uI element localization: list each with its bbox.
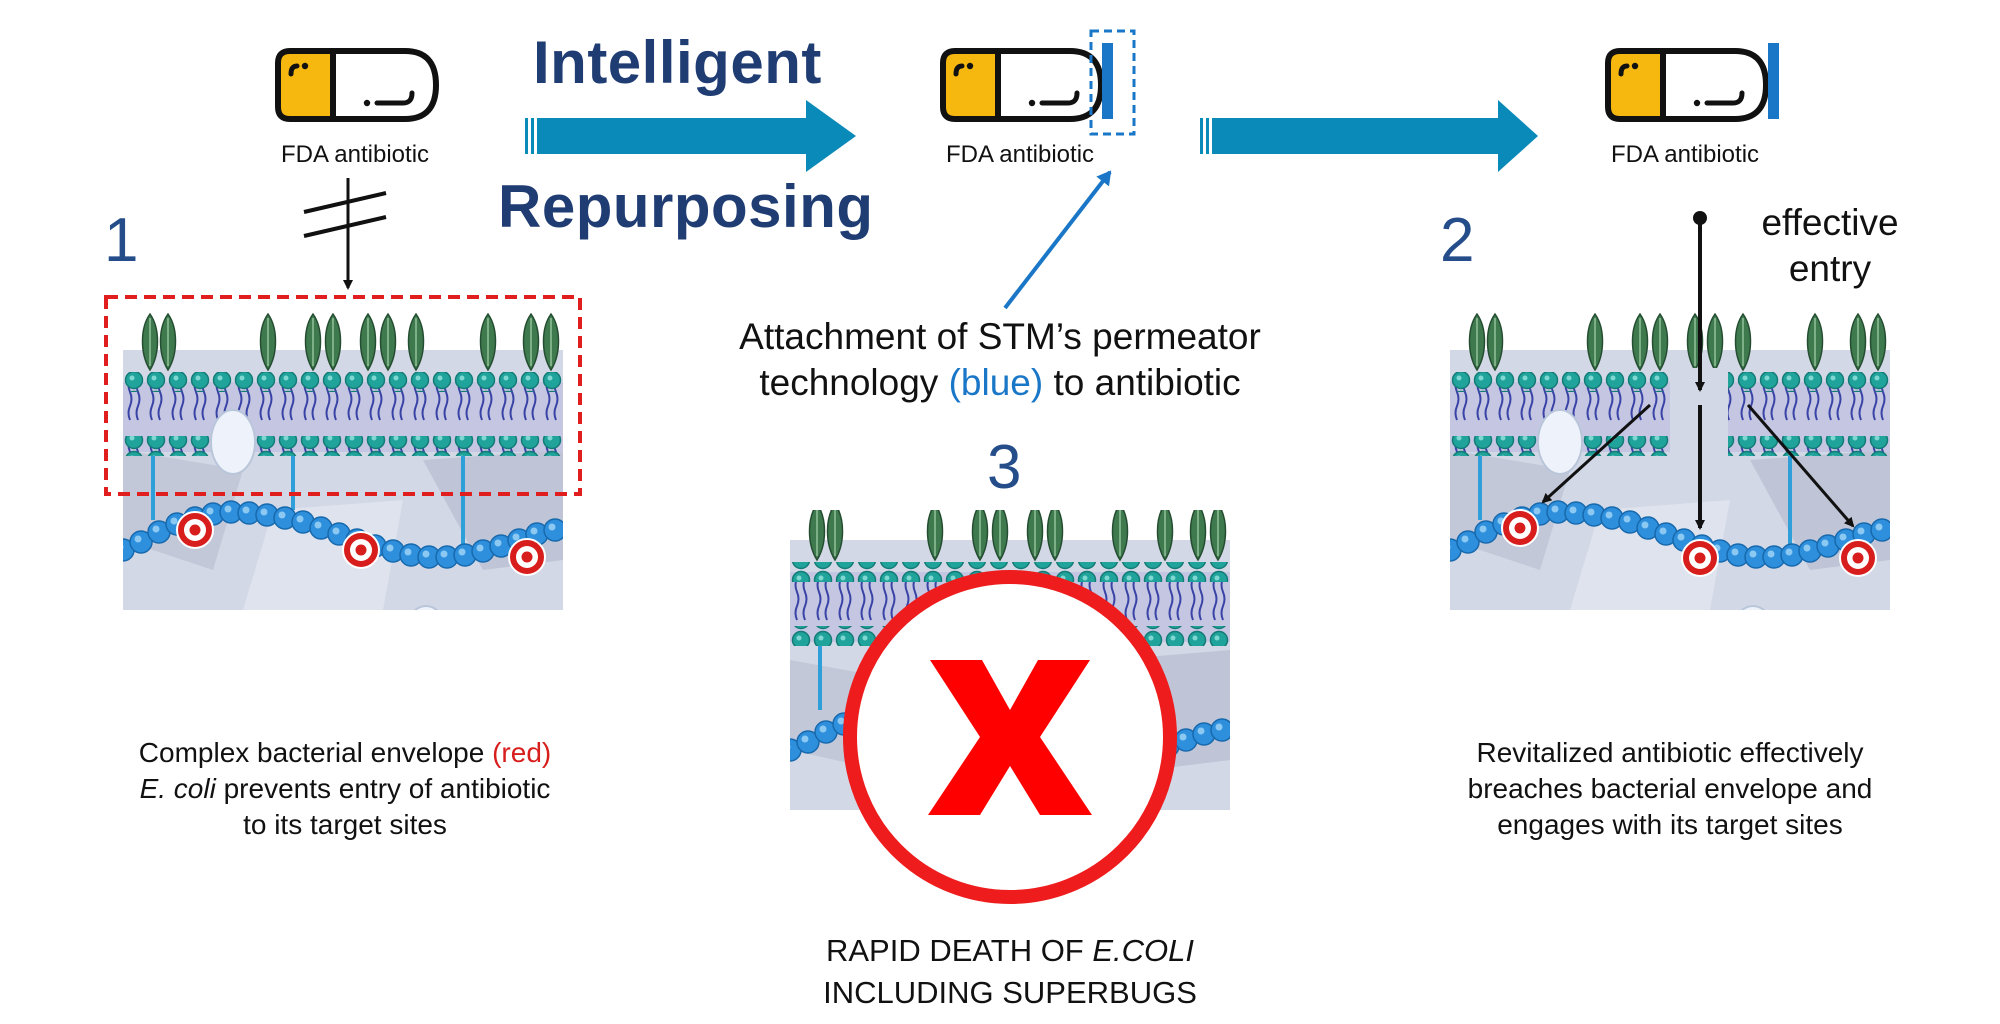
- pill-label: FDA antibiotic: [1610, 141, 1760, 168]
- attachment-line-1: Attachment of STM’s permeator: [739, 316, 1261, 357]
- capsule-icon: [1608, 51, 1766, 119]
- step-number-1: 1: [104, 206, 139, 275]
- caption-bottom-line-1: RAPID DEATH OF E.COLI: [740, 930, 1280, 972]
- caption-text: Complex bacterial envelope: [138, 737, 485, 768]
- caption-left-line-3: to its target sites: [243, 809, 447, 840]
- step-number-2: 2: [1440, 206, 1475, 275]
- attachment-pointer-arrow: [1003, 170, 1112, 310]
- caption-right-line-2: breaches bacterial envelope and: [1467, 773, 1873, 804]
- attachment-blue-text: (blue): [948, 362, 1044, 403]
- membrane-panel-2: [1450, 313, 1890, 610]
- x-icon: [843, 570, 1177, 904]
- caption-text: RAPID DEATH OF: [825, 933, 1084, 968]
- target-icon: [508, 538, 546, 576]
- caption-left-line-2: E. coli prevents entry of antibiotic: [60, 771, 630, 807]
- permeator-bar-icon: [1768, 43, 1779, 119]
- effective-entry-line-2: entry: [1788, 248, 1872, 289]
- target-icon: [1681, 539, 1719, 577]
- caption-left-line-1: Complex bacterial envelope (red): [60, 735, 630, 771]
- entry-arrow: [1200, 100, 1538, 172]
- blocked-arrow-icon: [303, 178, 387, 290]
- permeator-highlight-box: [1089, 29, 1136, 136]
- caption-red-text: (red): [492, 737, 552, 768]
- effective-entry-label: effective entry: [1730, 200, 1930, 292]
- step-number-3: 3: [987, 433, 1022, 502]
- target-icon: [342, 531, 380, 569]
- caption-bottom-line-2: INCLUDING SUPERBUGS: [823, 975, 1197, 1010]
- caption-right-line-3: engages with its target sites: [1497, 809, 1843, 840]
- caption-italic-text: E.COLI: [1092, 933, 1195, 968]
- target-icon: [176, 511, 214, 549]
- effective-entry-line-1: effective: [1761, 202, 1899, 243]
- caption-right-line-1: Revitalized antibiotic effectively: [1476, 737, 1864, 768]
- target-icon: [1839, 539, 1877, 577]
- title-line-1: Intelligent: [533, 29, 822, 96]
- title-line-2: Repurposing: [498, 173, 874, 240]
- entry-arrows: [1541, 211, 1855, 530]
- permeator-bar-icon: [1102, 43, 1113, 119]
- caption-italic-text: E. coli: [139, 773, 216, 804]
- caption-text: prevents entry of antibiotic: [223, 773, 551, 804]
- attachment-caption: Attachment of STM’s permeator technology…: [640, 314, 1360, 406]
- pill-label: FDA antibiotic: [945, 141, 1095, 168]
- pill-label: FDA antibiotic: [280, 141, 430, 168]
- caption-left: Complex bacterial envelope (red) E. coli…: [60, 735, 630, 843]
- caption-bottom: RAPID DEATH OF E.COLI INCLUDING SUPERBUG…: [740, 930, 1280, 1014]
- envelope-highlight-box: [104, 295, 582, 496]
- attachment-text: technology: [759, 362, 939, 403]
- repurposing-arrow: [525, 100, 856, 172]
- membrane-panel-1: [123, 313, 563, 610]
- attachment-text: to antibiotic: [1053, 362, 1241, 403]
- capsule-icon: [278, 51, 436, 119]
- capsule-icon: [943, 51, 1101, 119]
- attachment-line-2: technology (blue) to antibiotic: [640, 360, 1360, 406]
- target-icon: [1501, 509, 1539, 547]
- caption-right: Revitalized antibiotic effectively breac…: [1390, 735, 1950, 843]
